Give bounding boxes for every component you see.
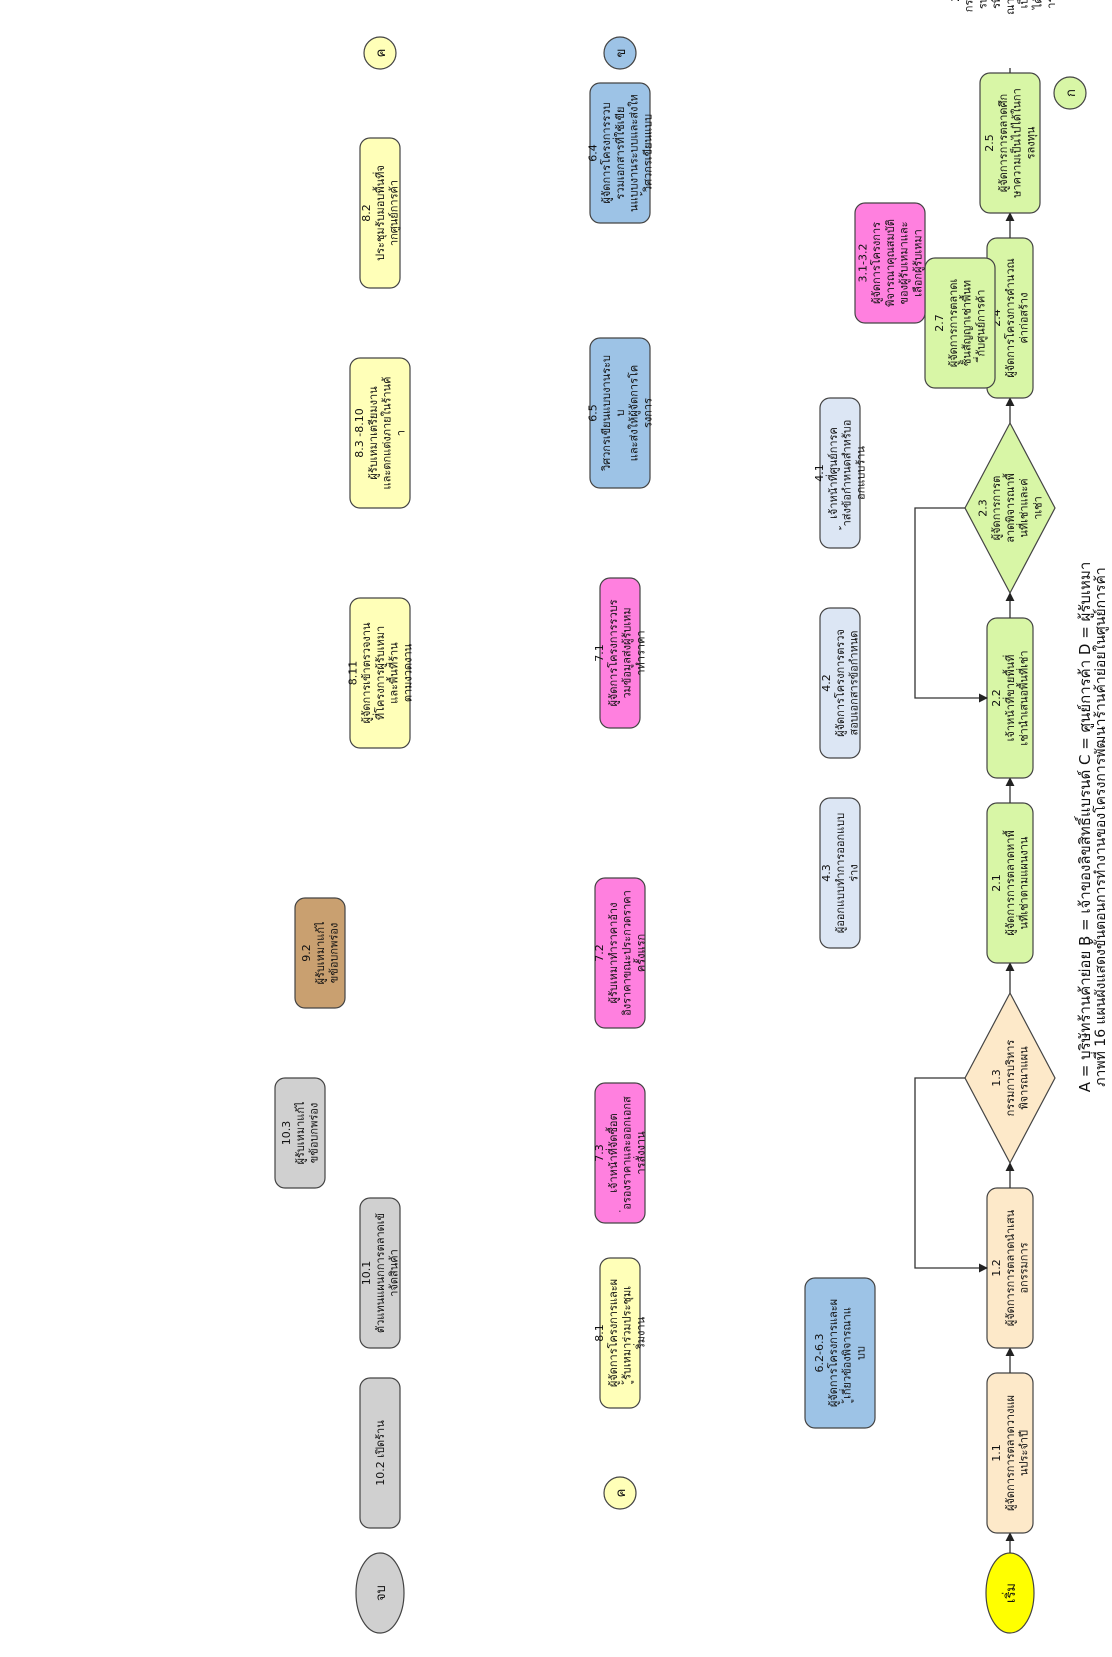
process-label-s10_2: 10.2 เปิดร้าน: [374, 1420, 387, 1486]
decision-label-s2_6: 2.6กรรมการบริหารพิจารณาความเป็นไปได้ในกา…: [949, 0, 1072, 15]
connector-kho-start-label: ข: [614, 49, 629, 58]
legend: A = บริษัทร้านค้าย่อย B = เจ้าของลิขสิทธ…: [1074, 562, 1094, 1093]
flow-connector: [915, 508, 987, 698]
end-terminal-label: จบ: [374, 1585, 389, 1601]
flow-connector: [915, 1078, 987, 1268]
connector-kho-kho-start-label: ค: [374, 49, 389, 58]
connector-kho-kho-end-label: ค: [614, 1489, 629, 1498]
start-terminal-label: เริ่ม: [1002, 1583, 1019, 1603]
connector-ka-start-label: ก: [1064, 89, 1079, 97]
figure-caption: ภาพที่ 16 แผนผังแสดงขั้นตอนการทำงานของโค…: [1090, 567, 1109, 1086]
